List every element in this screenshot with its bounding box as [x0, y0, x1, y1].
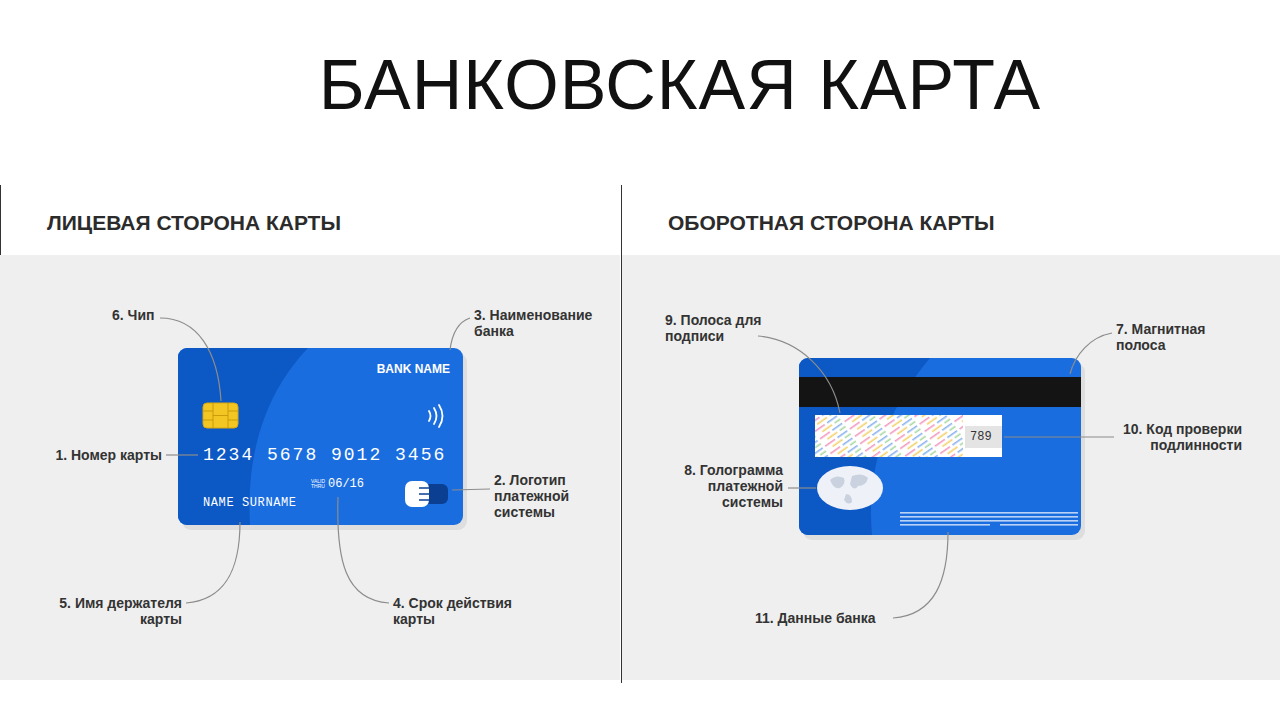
callout-label: 6. Чип: [112, 307, 154, 323]
callout-label: 8. Голограмма платежной системы: [668, 462, 783, 510]
leader-line: [160, 318, 221, 401]
valid-thru: VALID THRU: [311, 479, 328, 489]
panel-heading: ОБОРОТНАЯ СТОРОНА КАРТЫ: [668, 211, 995, 235]
callout-label: 2. Логотип платежной системы: [494, 472, 594, 520]
hologram: [817, 466, 883, 510]
holder-name: NAME SURNAME: [203, 496, 297, 510]
chip-icon: [203, 403, 238, 428]
leader-line: [338, 497, 389, 603]
cvv-box: [965, 426, 1002, 448]
panel-border: [0, 185, 1, 255]
leader-line: [166, 454, 198, 455]
leader-line: [1004, 436, 1114, 437]
leader-line: [186, 522, 240, 603]
callout-label: 3. Наименование банка: [474, 307, 614, 339]
callout-label: 11. Данные банка: [755, 610, 876, 626]
cvv-code: 789: [970, 430, 992, 444]
bank-card-back: 789: [799, 358, 1081, 535]
callout-label: 5. Имя держателя карты: [30, 595, 182, 627]
card-number: 1234 5678 9012 3456: [203, 445, 446, 465]
leader-line: [1070, 333, 1112, 374]
callout-label: 1. Номер карты: [20, 447, 162, 463]
card-face: [178, 348, 463, 525]
card-shade: [178, 348, 308, 525]
leader-line: [758, 336, 840, 413]
panel-divider: [621, 185, 622, 683]
panel-ground: [622, 255, 1280, 680]
panel-heading: ЛИЦЕВАЯ СТОРОНА КАРТЫ: [47, 211, 341, 235]
panel-ground: [0, 255, 620, 680]
diagram-title: БАНКОВСКАЯ КАРТА: [240, 50, 1120, 120]
signature-strip: [815, 415, 1002, 457]
magnetic-stripe: [799, 377, 1081, 407]
signature-pattern: [815, 415, 963, 457]
bank-card-front: BANK NAME 1234 5678 9012 3456VALID THRU06…: [178, 348, 463, 525]
card-front-body: [178, 348, 463, 525]
callout-label: 10. Код проверки подлинности: [1100, 421, 1242, 453]
card-back-body: [799, 358, 1081, 535]
callout-label: 4. Срок действия карты: [393, 595, 533, 627]
leader-line: [893, 532, 948, 618]
contactless-icon: [429, 405, 443, 427]
bank-fine-print: [900, 512, 1078, 526]
leader-line: [450, 318, 470, 350]
callout-label: 7. Магнитная полоса: [1116, 321, 1226, 353]
card-face: [799, 358, 1081, 535]
leader-line: [452, 489, 490, 490]
bank-name: BANK NAME: [328, 362, 450, 376]
payment-logo: [405, 481, 448, 507]
callout-label: 9. Полоса для подписи: [665, 312, 763, 344]
expiry-date: 06/16: [328, 477, 364, 491]
leader-line: [788, 487, 816, 488]
